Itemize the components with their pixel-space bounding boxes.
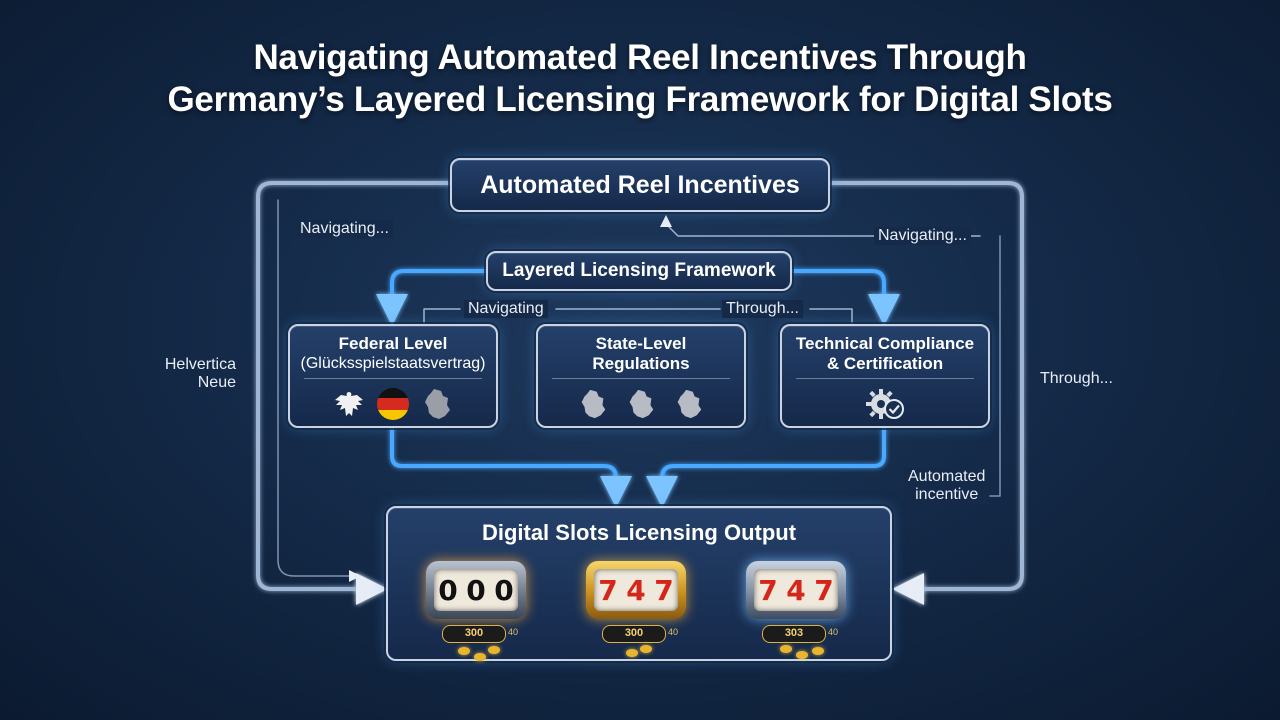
state-level-title: State-Level [595,334,687,353]
side-counter: 40 [668,627,679,637]
slot-machine-3: 7 4 7 303 40 [736,553,856,659]
reel-symbol: 4 [786,573,806,607]
annotation-right-side: Through... [1040,370,1113,387]
side-counter: 40 [828,627,839,637]
side-counter: 40 [508,627,519,637]
outer-loop-right [828,181,1024,605]
annotation-left-side-line-1: Helvertica [164,356,236,373]
federal-level-title: Federal Level [338,334,448,353]
technical-compliance-subtitle: & Certification [826,354,944,373]
win-counter: 300 [602,625,666,643]
reel-symbol: 7 [654,573,674,607]
win-counter: 303 [762,625,826,643]
reel-symbol: 7 [758,573,778,607]
annotation-branch-navigating: Navigating [464,300,548,318]
automated-reel-incentives-node: Automated Reel Incentives [450,158,830,212]
slot-machine-2: 7 4 7 300 40 [576,553,696,659]
technical-compliance-title: Technical Compliance [795,334,975,353]
branch-to-federal [376,269,490,326]
germany-map-icon [629,389,654,419]
divider [304,378,482,379]
diagram-title-line-2: Germany’s Layered Licensing Framework fo… [167,80,1113,119]
gold-coin [474,653,486,661]
gold-coin [488,646,500,654]
slot-machine-frame: 0 0 0 [426,561,526,619]
germany-map-icon [677,389,702,419]
annotation-branch-through: Through... [722,300,803,318]
reel-symbol: 7 [814,573,834,607]
gear-check-icon [866,389,904,419]
gold-coin [812,647,824,655]
reel-symbol: 4 [626,573,646,607]
output-title: Digital Slots Licensing Output [481,520,797,545]
outer-loop-left-inner [277,199,361,582]
win-counter: 300 [442,625,506,643]
annotation-right-lower-line-1: Automated [908,468,986,485]
divider [796,378,974,379]
reel-symbol: 0 [438,573,458,607]
gold-coin [458,647,470,655]
thin-branch-left [423,308,461,325]
state-level-subtitle: Regulations [592,354,690,373]
diagram-title-line-1: Navigating Automated Reel Incentives Thr… [253,38,1027,77]
reel-symbol: 0 [466,573,486,607]
tech-to-output [646,426,886,508]
outer-loop-right-inner [989,235,1001,497]
gold-coin [796,651,808,659]
slot-machine-1: 0 0 0 300 40 [416,553,536,661]
layered-licensing-framework-node: Layered Licensing Framework [486,251,792,291]
slot-machine-frame: 7 4 7 [586,561,686,619]
federal-to-output [390,426,632,508]
reel-symbol: 0 [494,573,514,607]
outer-loop-left [256,181,454,605]
germany-map-icon [425,389,450,419]
divider [552,378,730,379]
annotation-navigating-right: Navigating... [874,227,971,245]
annotation-left-side-line-2: Neue [197,374,236,391]
reel-symbol: 7 [598,573,618,607]
annotation-right-lower-line-2: incentive [915,486,979,503]
branch-to-tech [788,269,900,326]
gold-coin [640,645,652,653]
return-arrow-top [660,215,981,237]
gold-coin [780,645,792,653]
annotation-navigating-left: Navigating... [296,220,393,238]
federal-level-subtitle: (Glücksspielstaatsvertrag) [300,355,486,372]
technical-compliance-node: Technical Compliance & Certification [780,324,990,428]
federal-level-node: Federal Level (Glücksspielstaatsvertrag) [288,324,498,428]
eagle-icon [335,392,363,416]
state-level-node: State-Level Regulations [536,324,746,428]
thin-branch-right [809,308,853,325]
german-flag-icon [377,388,409,420]
germany-map-icon [581,389,606,419]
gold-coin [626,649,638,657]
annotation-right-lower: Automated incentive [904,468,990,504]
slot-machine-frame: 7 4 7 [746,561,846,619]
annotation-left-side: Helvertica Neue [160,356,240,392]
